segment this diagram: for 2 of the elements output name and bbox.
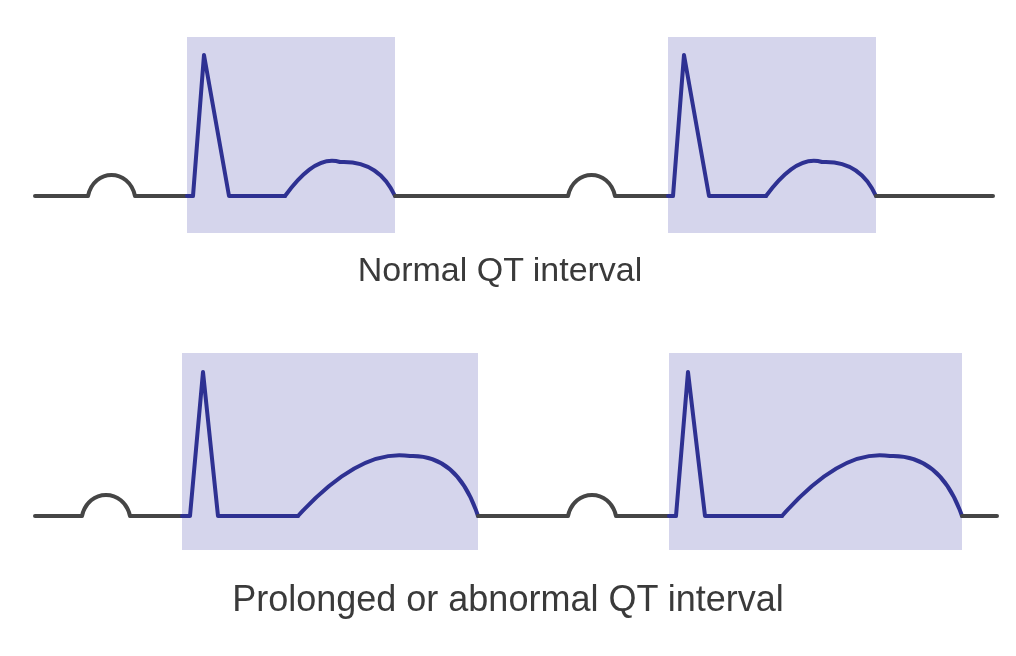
caption-text: Normal QT interval (357, 250, 643, 289)
caption-text: Prolonged or abnormal QT interval (232, 578, 784, 620)
